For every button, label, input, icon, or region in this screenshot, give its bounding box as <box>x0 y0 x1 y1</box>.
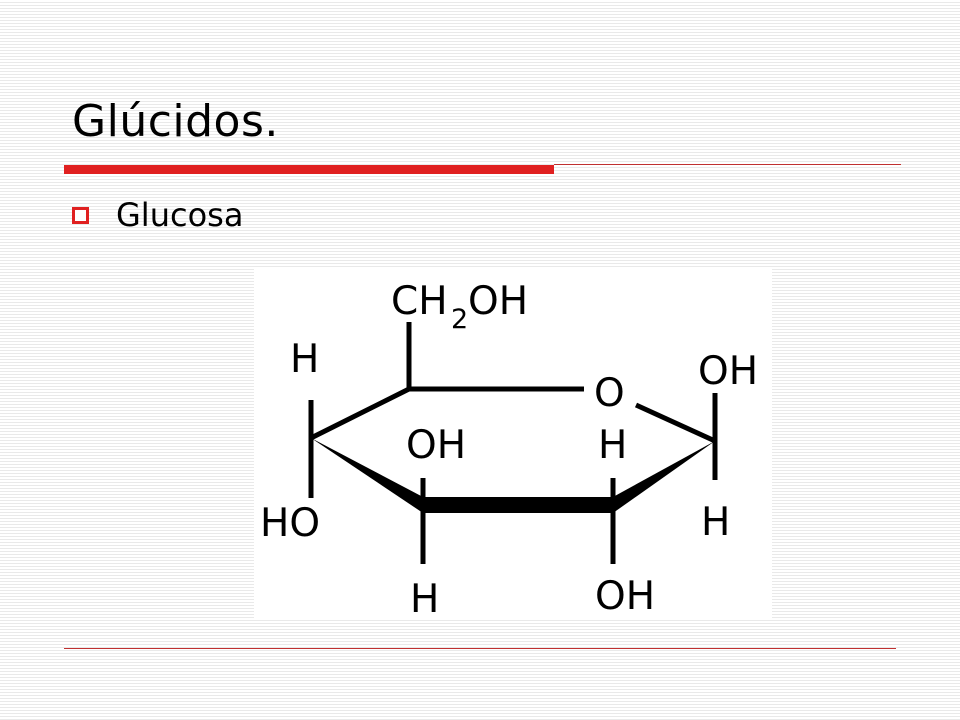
label-c4-ho: HO <box>260 501 320 546</box>
glucose-structure-diagram: CH 2 OH H O OH OH H HO H H OH <box>254 268 772 618</box>
wedge-c4-c3 <box>311 438 423 513</box>
label-c2-oh: OH <box>595 574 655 618</box>
bond-o-c1 <box>634 402 717 444</box>
slide-title: Glúcidos. <box>72 96 279 147</box>
wedge-c2-c1 <box>613 441 715 513</box>
label-ch2oh-oh: OH <box>468 279 528 324</box>
label-c1-h: H <box>701 500 730 545</box>
footer-rule <box>64 648 896 649</box>
bold-bond-c3-c2 <box>423 497 613 513</box>
title-underline-thin <box>554 164 901 165</box>
label-c1-oh: OH <box>698 349 758 394</box>
label-ch2oh-subscript: 2 <box>451 304 468 335</box>
label-ring-oxygen: O <box>594 371 625 416</box>
label-ch2oh-ch: CH <box>391 279 448 324</box>
bullet-text: Glucosa <box>116 196 244 234</box>
label-c3-oh: OH <box>406 423 466 468</box>
bullet-item: Glucosa <box>72 196 243 234</box>
label-c2-h: H <box>598 423 627 468</box>
haworth-projection: CH 2 OH H O OH OH H HO H H OH <box>260 279 758 618</box>
bond-c5-c4 <box>309 386 411 441</box>
title-underline-thick <box>64 165 554 174</box>
square-bullet-icon <box>72 206 89 224</box>
label-c4-h: H <box>290 337 319 382</box>
label-c3-h: H <box>410 577 439 618</box>
